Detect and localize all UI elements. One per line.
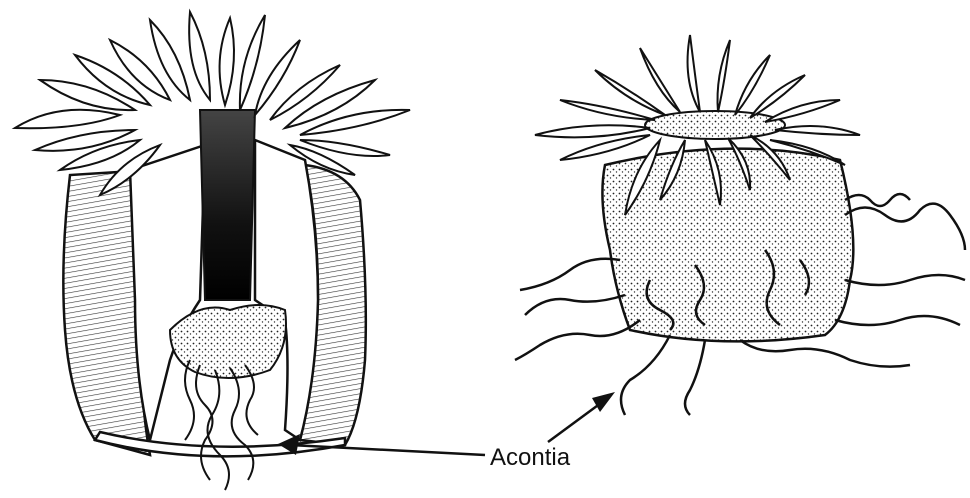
sectioned-anemone: [15, 12, 410, 490]
arrow-right-shaft: [548, 400, 605, 442]
right-cavity: [255, 140, 318, 440]
contracted-anemone: [515, 35, 965, 415]
pharynx-column: [200, 110, 255, 300]
oral-disc: [645, 111, 785, 139]
acontia-label: Acontia: [490, 444, 571, 471]
left-cavity: [130, 145, 205, 440]
left-acontia: [185, 360, 258, 490]
arrow-right-head: [592, 392, 615, 412]
